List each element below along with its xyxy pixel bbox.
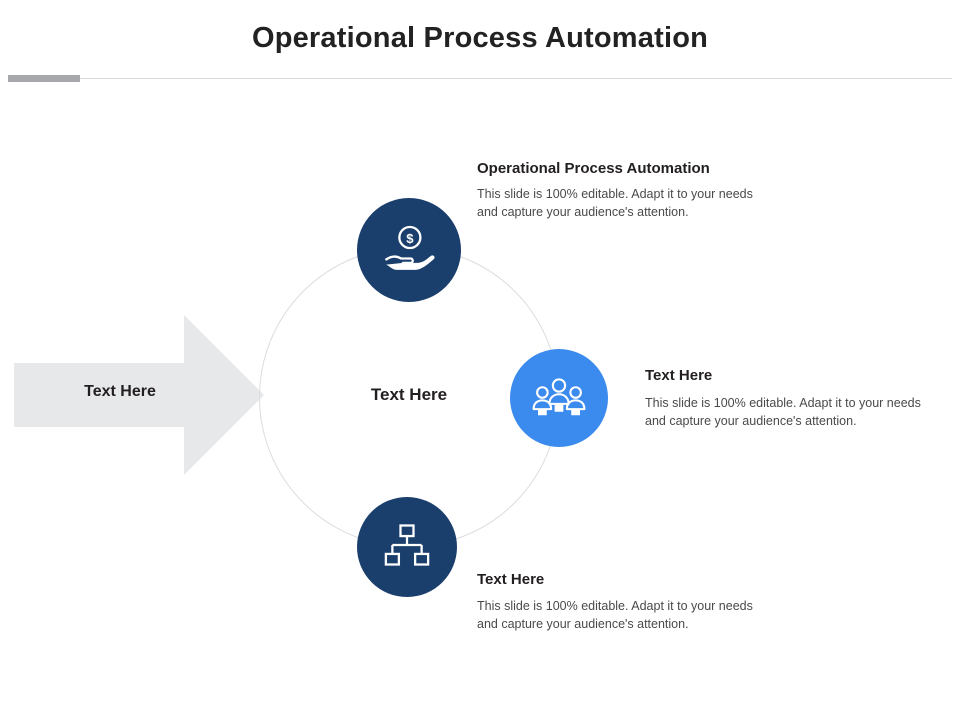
- node-circle-1[interactable]: $: [357, 198, 461, 302]
- title-accent-bar: [8, 75, 80, 82]
- block-2-body: This slide is 100% editable. Adapt it to…: [645, 396, 921, 428]
- left-arrow-shape: [14, 315, 264, 475]
- node-circle-3[interactable]: [357, 497, 457, 597]
- block-1-heading: Operational Process Automation: [477, 160, 710, 177]
- svg-text:$: $: [406, 230, 414, 245]
- node-circle-2[interactable]: [510, 349, 608, 447]
- org-chart-icon: [381, 519, 433, 576]
- left-arrow-label: Text Here: [84, 383, 156, 400]
- block-2-heading: Text Here: [645, 367, 713, 384]
- hand-holding-money-icon: $: [381, 220, 437, 281]
- block-1-body: This slide is 100% editable. Adapt it to…: [477, 187, 753, 219]
- block-3-heading: Text Here: [477, 571, 545, 588]
- page-title: Operational Process Automation: [251, 22, 709, 54]
- block-3-body: This slide is 100% editable. Adapt it to…: [477, 599, 753, 631]
- center-label: Text Here: [370, 385, 448, 404]
- title-divider-line: [80, 78, 952, 79]
- team-people-icon: [531, 368, 587, 429]
